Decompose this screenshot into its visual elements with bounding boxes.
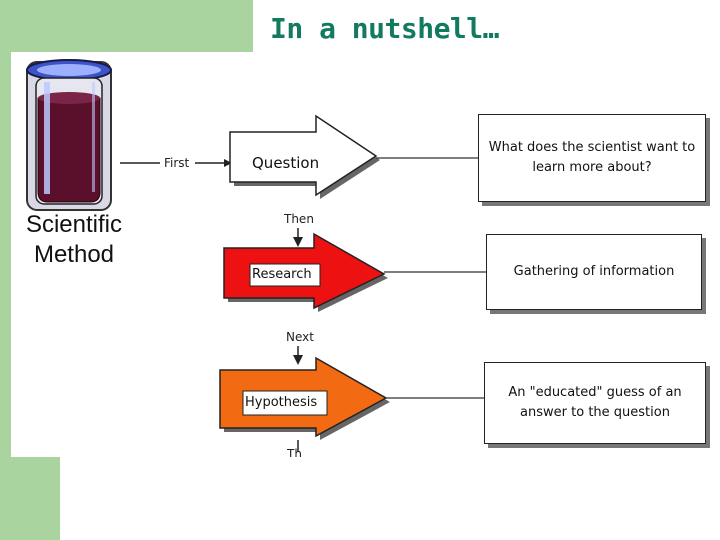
connector-then: Then	[284, 212, 314, 226]
slide-title: In a nutshell…	[270, 12, 500, 45]
connector-next: Next	[286, 330, 314, 344]
step-label-research: Research	[252, 267, 312, 282]
step-label-hypothesis: Hypothesis	[245, 395, 318, 410]
question-arrow	[229, 114, 380, 199]
step-label-question: Question	[252, 154, 320, 172]
test-tube-icon	[26, 59, 112, 211]
step-description-hypothesis: An "educated" guess of an answer to the …	[484, 362, 706, 444]
research-arrow	[223, 232, 388, 312]
hypothesis-arrow	[219, 356, 390, 440]
connector-first: First	[164, 156, 190, 170]
connector-cut: Th	[287, 447, 302, 457]
step-description-research: Gathering of information	[486, 234, 702, 310]
step-description-question: What does the scientist want to learn mo…	[478, 114, 706, 202]
scientific-method-label: Scientific Method	[25, 211, 123, 268]
